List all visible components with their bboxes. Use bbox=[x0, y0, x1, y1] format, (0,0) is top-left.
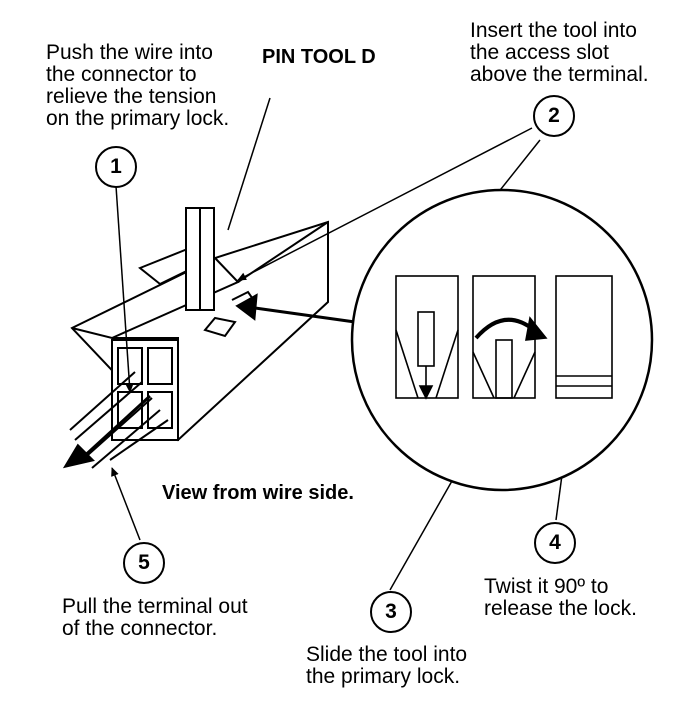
step-3-line: Slide the tool into bbox=[306, 643, 468, 666]
step-1-callout: 1 bbox=[95, 146, 137, 188]
step-2-callout: 2 bbox=[533, 95, 575, 137]
step-4-text: Twist it 90º to release the lock. bbox=[484, 576, 637, 620]
step-3-callout: 3 bbox=[370, 591, 412, 633]
step-2-line: above the terminal. bbox=[470, 63, 649, 86]
step-4-callout: 4 bbox=[534, 522, 576, 564]
step-5-text: Pull the terminal out of the connector. bbox=[62, 596, 248, 640]
step-2-line: Insert the tool into bbox=[470, 19, 637, 42]
step-5-callout: 5 bbox=[123, 542, 165, 584]
pull-arrow bbox=[62, 394, 152, 469]
step-3-line: the primary lock. bbox=[306, 665, 461, 688]
step-3-text: Slide the tool into the primary lock. bbox=[306, 644, 467, 688]
detail-panel-slide bbox=[472, 275, 548, 399]
step-2-text: Insert the tool into the access slot abo… bbox=[470, 20, 649, 86]
step-5-line: of the connector. bbox=[62, 617, 218, 640]
step-1-line: Push the wire into bbox=[46, 41, 213, 64]
pin-tool-d bbox=[185, 207, 215, 311]
magnify-arrow bbox=[235, 293, 356, 324]
view-label: View from wire side. bbox=[162, 482, 354, 504]
tool-label: PIN TOOL D bbox=[262, 46, 376, 68]
step-4-line: Twist it 90º to bbox=[484, 575, 609, 598]
step-1-line: relieve the tension bbox=[46, 85, 217, 108]
detail-panel-insert bbox=[395, 275, 459, 400]
step-1-text: Push the wire into the connector to reli… bbox=[46, 42, 229, 130]
step-1-line: the connector to bbox=[46, 63, 197, 86]
step-2-line: the access slot bbox=[470, 41, 609, 64]
step-4-line: release the lock. bbox=[484, 597, 637, 620]
step-5-line: Pull the terminal out bbox=[62, 595, 248, 618]
step-1-line: on the primary lock. bbox=[46, 107, 230, 130]
detail-panel-released bbox=[555, 275, 613, 399]
